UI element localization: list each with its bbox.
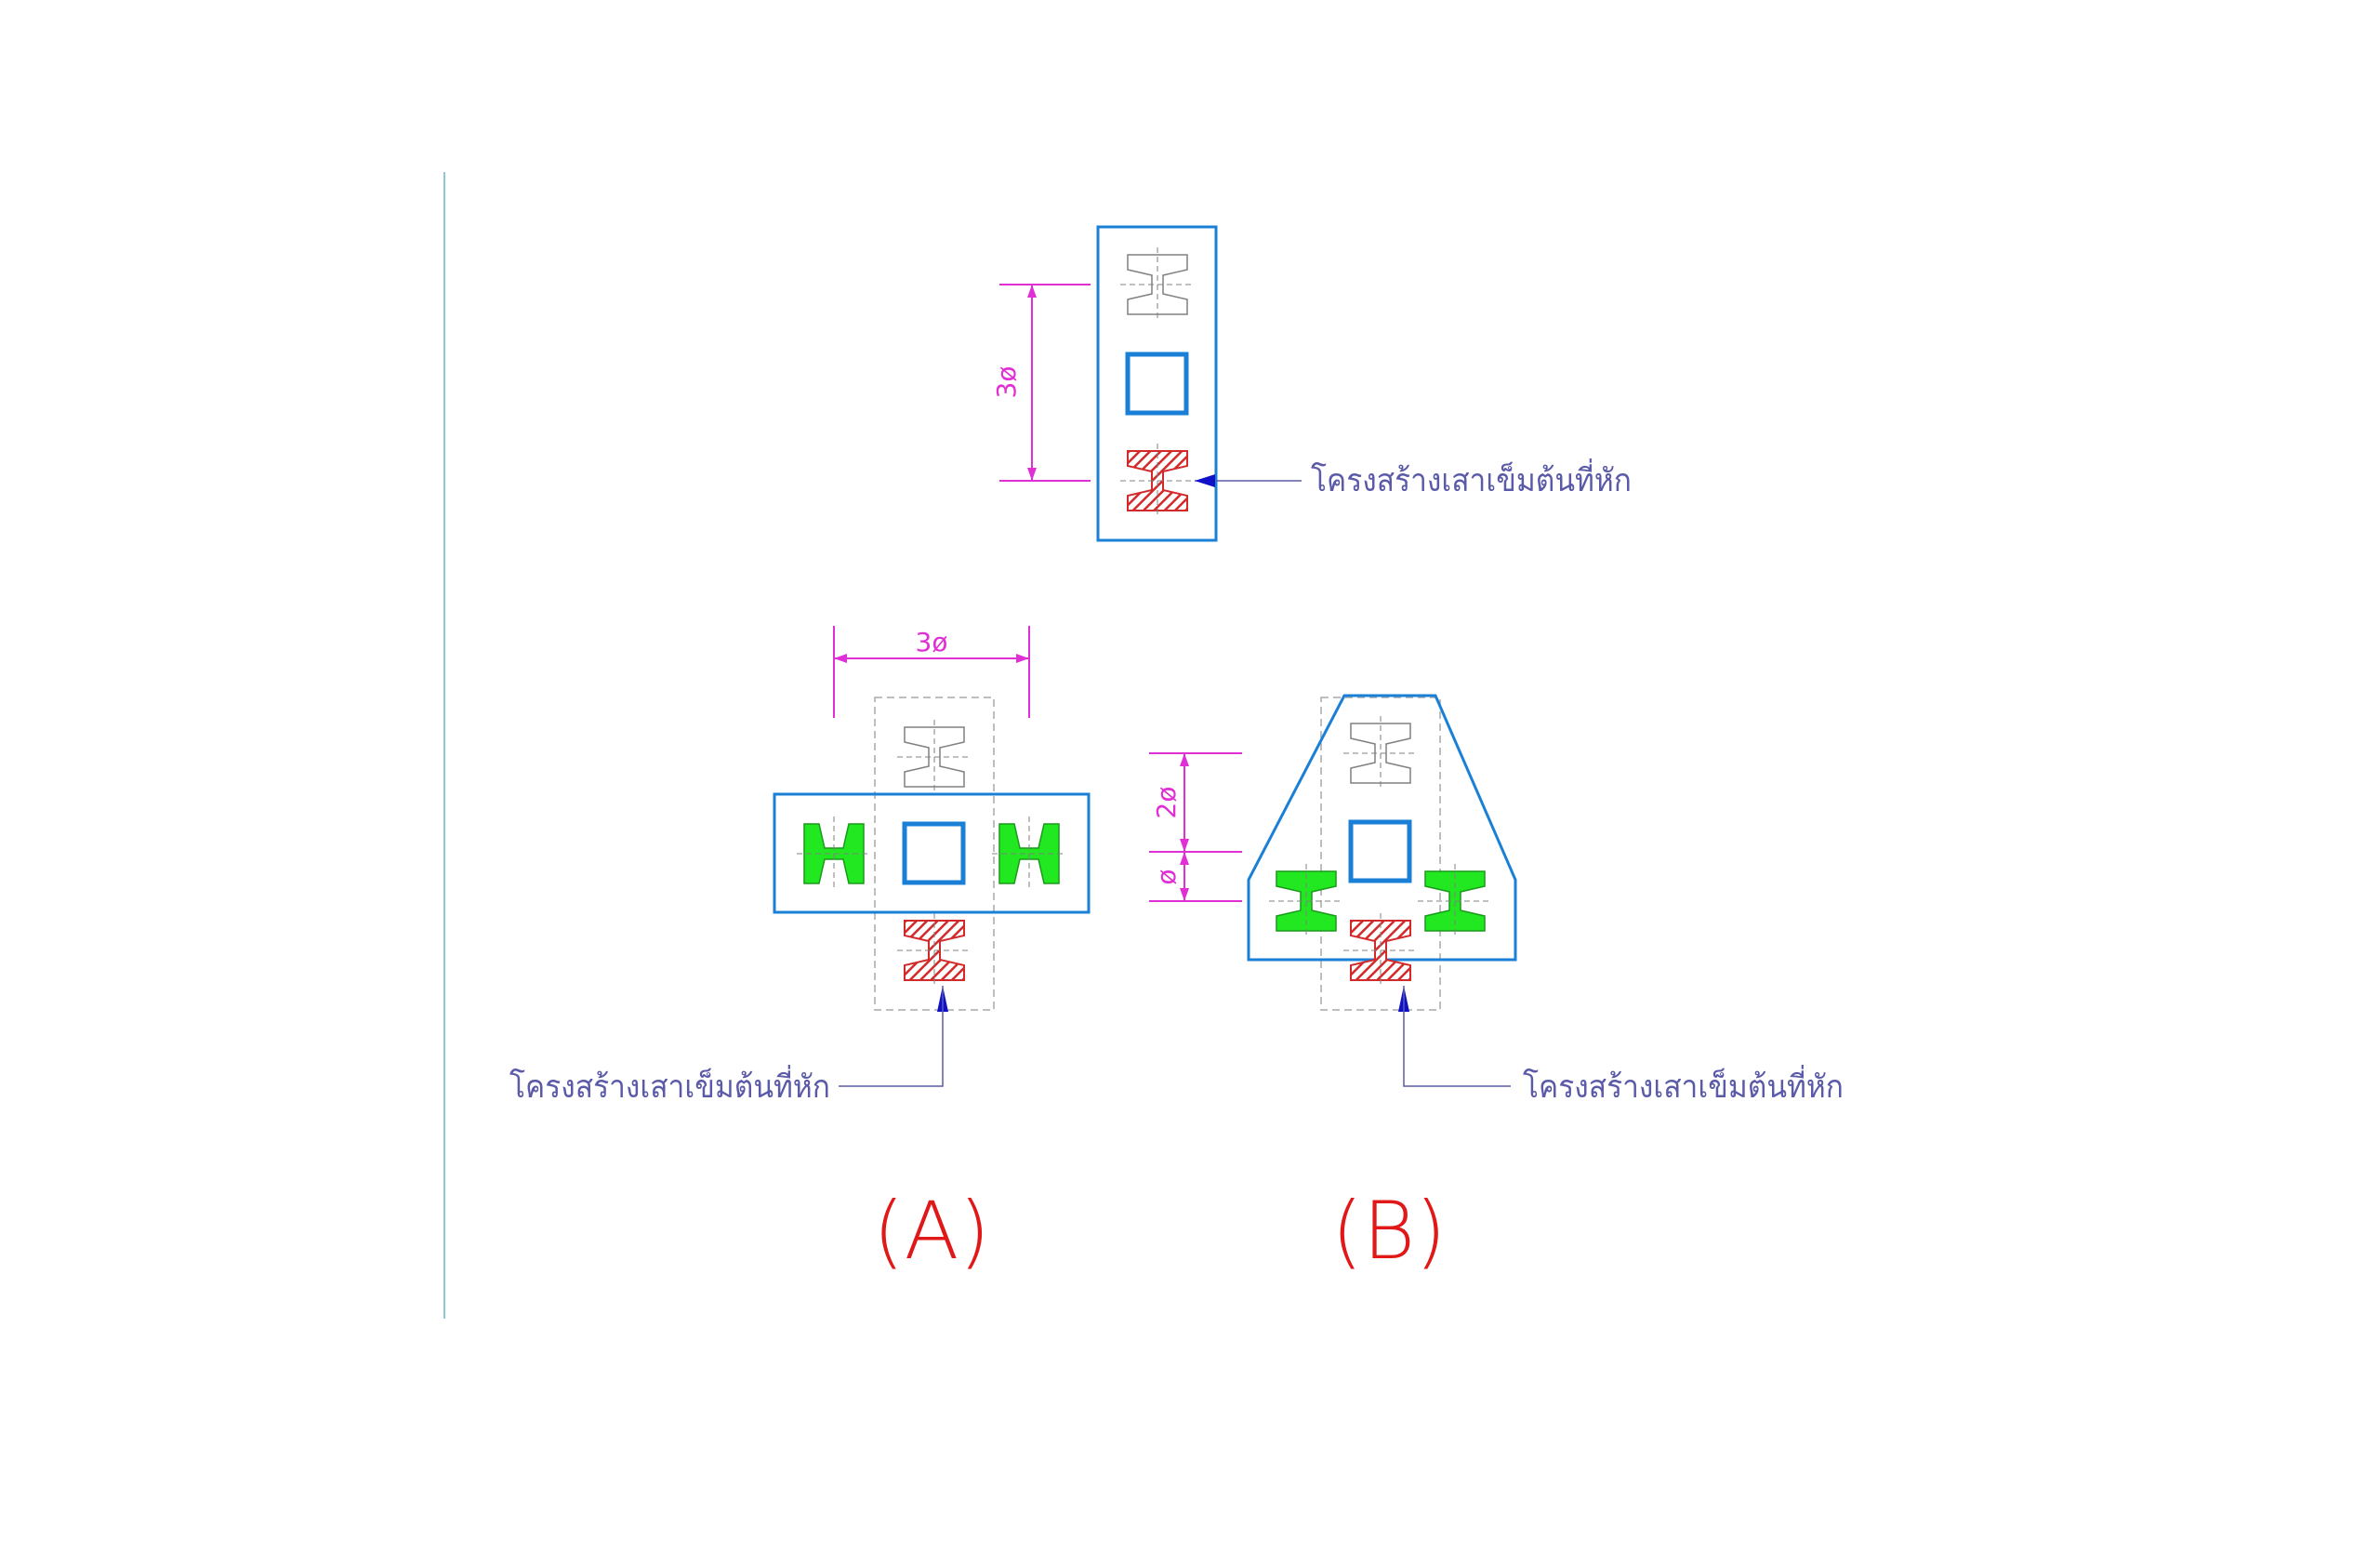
broken-pile-icon bbox=[1120, 444, 1195, 518]
panel-label-b: (B) bbox=[1331, 1185, 1446, 1278]
leader-b bbox=[1398, 986, 1511, 1087]
new-pile-right-icon bbox=[992, 816, 1066, 891]
original-cap-dashed bbox=[1320, 697, 1441, 1011]
top-detail: 3ø โครงสร้างเสาเข็มต้นที่หัก bbox=[991, 225, 1632, 542]
column-icon bbox=[1125, 352, 1189, 416]
broken-pile-label-a: โครงสร้างเสาเข็มต้นที่หัก bbox=[509, 1065, 830, 1106]
dimension-label-a: 3ø bbox=[916, 627, 948, 657]
panel-label-a: (A) bbox=[873, 1185, 990, 1278]
dimension-vertical-b bbox=[1149, 752, 1242, 902]
leader-top bbox=[1195, 474, 1302, 487]
pile-cap-new-b bbox=[1247, 694, 1517, 962]
broken-pile-icon bbox=[1343, 913, 1418, 988]
broken-pile-icon bbox=[897, 913, 972, 988]
dimension-label-top: 3ø bbox=[991, 366, 1022, 399]
pile-cap-original bbox=[1096, 225, 1218, 542]
leader-a bbox=[839, 986, 948, 1087]
pile-cap-new-a bbox=[773, 792, 1091, 914]
column-icon bbox=[1348, 819, 1412, 883]
broken-pile-label-top: โครงสร้างเสาเข็มต้นที่หัก bbox=[1311, 458, 1632, 499]
detail-b: 2ø ø โครงสร้างเสาเข็มต้นที่หัก (B) bbox=[1149, 694, 1844, 1278]
new-pile-right-icon bbox=[1418, 864, 1492, 938]
new-pile-left-icon bbox=[1269, 864, 1343, 938]
dimension-horizontal bbox=[833, 626, 1030, 718]
dimension-vertical bbox=[999, 284, 1091, 482]
new-pile-left-icon bbox=[797, 816, 871, 891]
dimension-label-b-upper: 2ø bbox=[1151, 787, 1182, 819]
existing-pile-icon bbox=[1120, 247, 1195, 322]
broken-pile-label-b: โครงสร้างเสาเข็มต้นที่หัก bbox=[1523, 1065, 1844, 1106]
existing-pile-icon bbox=[1343, 716, 1418, 790]
existing-pile-icon bbox=[897, 720, 972, 794]
original-cap-dashed bbox=[874, 697, 995, 1011]
dimension-label-b-lower: ø bbox=[1151, 869, 1182, 884]
column-icon bbox=[902, 821, 966, 885]
detail-a: 3ø โครงสร้างเสาเข็มต้นที่หัก (A) bbox=[509, 626, 1091, 1278]
